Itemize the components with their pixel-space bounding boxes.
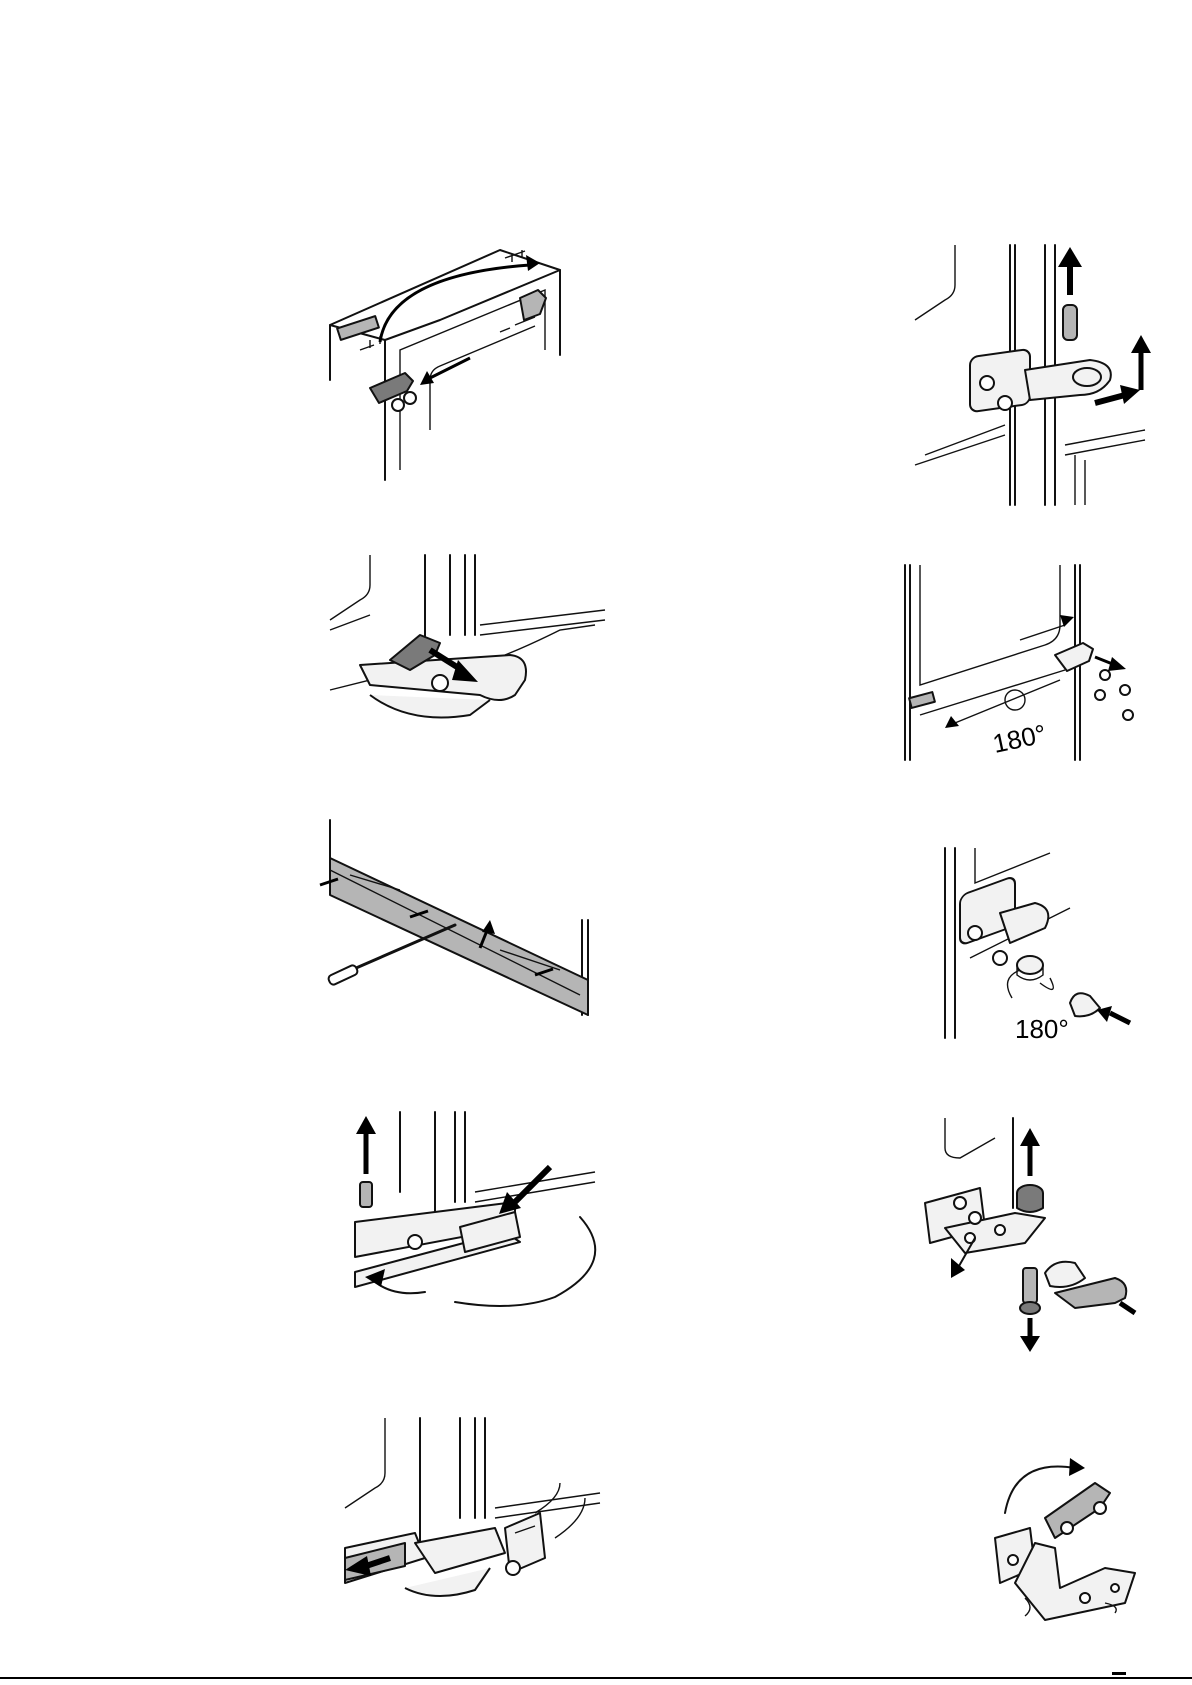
- figure-step-1: [330, 230, 605, 480]
- rotation-label-180: 180°: [1015, 1014, 1069, 1044]
- figure-step-4: 180°: [900, 565, 1150, 765]
- hinge-bushing: [1017, 956, 1043, 974]
- figure-step-6: 180°: [940, 848, 1140, 1043]
- latch-part: [1055, 643, 1093, 671]
- figure-step-2: [915, 245, 1160, 510]
- hinge-pin: [1063, 305, 1077, 340]
- footer-rule: [0, 1677, 1192, 1679]
- rotation-label-180: 180°: [990, 718, 1049, 759]
- page-number-mark: [1112, 1672, 1126, 1675]
- figure-step-10: [985, 1448, 1145, 1623]
- figure-step-8: [925, 1118, 1140, 1353]
- figure-step-5: [320, 820, 600, 1020]
- figure-step-9: [345, 1418, 600, 1608]
- plinth-panel: [330, 858, 588, 1015]
- figure-step-7: [355, 1112, 605, 1307]
- figure-step-3: [330, 555, 605, 730]
